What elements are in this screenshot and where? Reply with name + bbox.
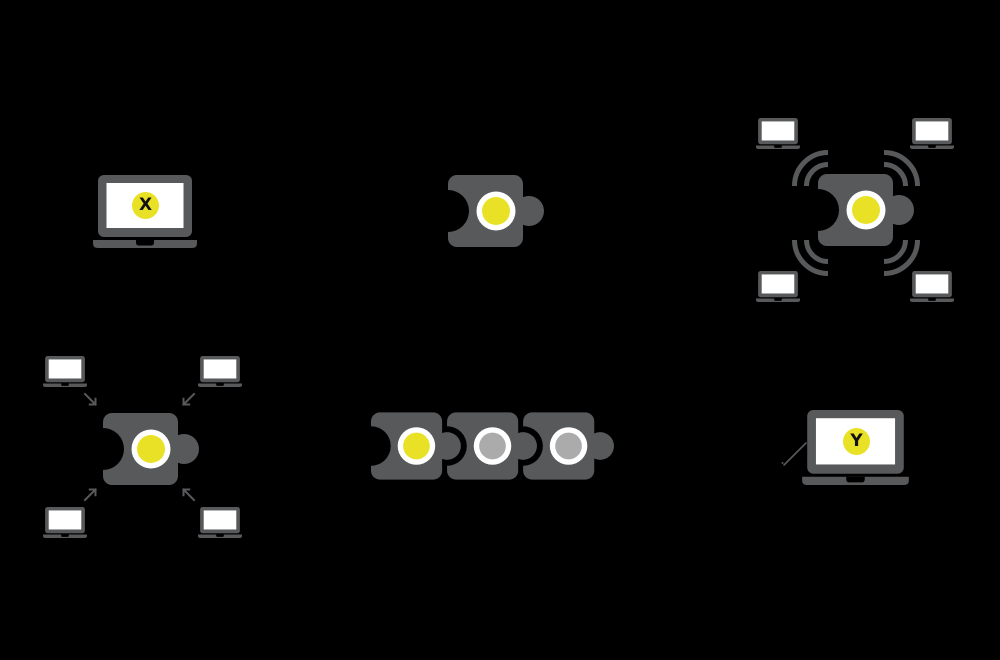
connector-dot xyxy=(781,462,784,464)
laptop-icon xyxy=(910,118,954,149)
puzzle-piece-icon xyxy=(818,174,914,246)
broadcast-plugin-group xyxy=(755,116,955,306)
laptop-icon xyxy=(43,356,87,387)
puzzle-tab xyxy=(509,432,537,460)
laptop-icon xyxy=(198,507,242,538)
plugin-chain-group xyxy=(371,412,614,480)
single-plugin-group xyxy=(448,175,544,247)
puzzle-piece-icon xyxy=(103,413,199,485)
inward-arrow-icon xyxy=(83,392,99,408)
signal-waves-icon xyxy=(788,240,828,280)
puzzle-chain-icon xyxy=(371,412,614,480)
badge-letter: X xyxy=(138,195,153,215)
puzzle-notch xyxy=(371,426,391,466)
connector-line xyxy=(781,442,807,466)
laptop-icon xyxy=(43,507,87,538)
laptop-icon xyxy=(198,356,242,387)
laptop-icon xyxy=(756,118,800,149)
inward-arrow-icon xyxy=(180,392,196,408)
badge-letter: Y xyxy=(850,431,863,451)
inward-arrow-icon xyxy=(83,486,99,502)
puzzle-tab xyxy=(586,432,614,460)
target-laptop-group: Y xyxy=(778,408,910,486)
screen-badge-x: X xyxy=(132,192,159,219)
puzzle-tab xyxy=(433,432,461,460)
puzzle-core-inactive xyxy=(555,432,582,460)
puzzle-piece-icon xyxy=(448,175,544,247)
signal-waves-icon xyxy=(884,240,924,280)
source-laptop-group: X xyxy=(93,175,197,248)
screen-badge-y: Y xyxy=(843,428,870,455)
puzzle-core-inactive xyxy=(479,432,506,460)
hub-plugin-group xyxy=(42,355,244,541)
puzzle-core-active xyxy=(403,432,430,460)
inward-arrow-icon xyxy=(180,486,196,502)
